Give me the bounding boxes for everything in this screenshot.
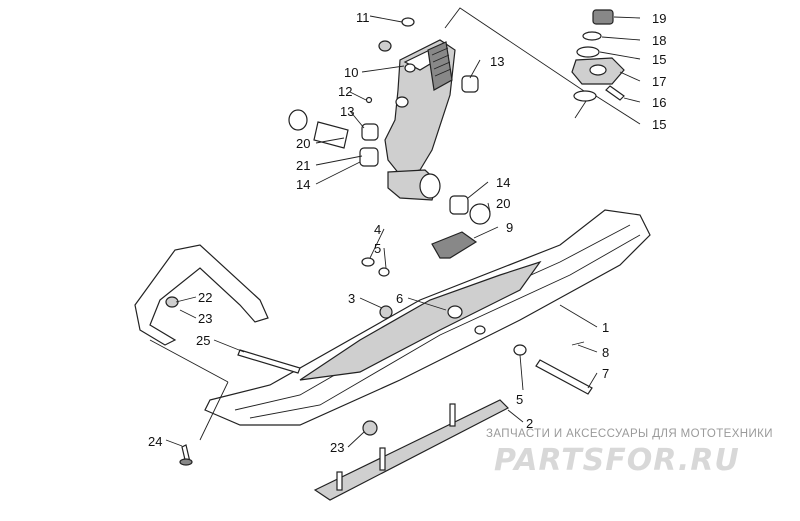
callout-numbers: 11 10 12 13 13 20 21 14 14 20 19 18 15 1…	[148, 10, 666, 455]
callout-12: 12	[338, 84, 352, 99]
spindle-assembly	[384, 7, 591, 201]
part-25-bolt	[237, 349, 301, 374]
part-16-bolt	[605, 85, 625, 101]
callout-20-right: 20	[496, 196, 510, 211]
part-6-saddle	[299, 260, 542, 381]
callout-2: 2	[526, 416, 533, 431]
callout-21: 21	[296, 158, 310, 173]
callout-18: 18	[652, 33, 666, 48]
callout-17: 17	[652, 74, 666, 89]
bushings	[288, 17, 491, 225]
callout-15-upper: 15	[652, 52, 666, 67]
callout-14-right: 14	[496, 175, 510, 190]
callout-1: 1	[602, 320, 609, 335]
callout-8: 8	[602, 345, 609, 360]
wear-bar-stud-2	[379, 447, 386, 471]
part-5-washer-lower	[513, 344, 527, 356]
part-13-bushing-lower	[361, 123, 379, 141]
callout-6: 6	[396, 291, 403, 306]
steering-arm-assembly	[571, 9, 625, 102]
part-7-bolt	[535, 359, 593, 395]
part-18-washer	[582, 31, 602, 41]
part-4-nut	[361, 257, 375, 267]
callout-19: 19	[652, 11, 666, 26]
callout-3: 3	[348, 291, 355, 306]
part-23-nut-upper	[165, 296, 179, 308]
part-12-zerk	[365, 96, 373, 104]
watermark-logo: PARTSFOR.RU	[494, 443, 740, 478]
part-2-wear-bar	[313, 399, 510, 501]
callout-14-left: 14	[296, 177, 310, 192]
callout-15-lower: 15	[652, 117, 666, 132]
callout-10: 10	[344, 65, 358, 80]
callout-9: 9	[506, 220, 513, 235]
callout-13-left: 13	[340, 104, 354, 119]
wear-bar-stud-1	[449, 403, 456, 427]
callout-25: 25	[196, 333, 210, 348]
part-19-cap	[592, 9, 614, 25]
part-5-washer-upper	[378, 267, 390, 277]
callout-16: 16	[652, 95, 666, 110]
part-22-loop	[134, 244, 269, 346]
leader-lines	[149, 15, 641, 448]
part-15-washer-lower	[573, 90, 597, 102]
part-9-pad	[431, 231, 478, 259]
ski-assembly	[134, 209, 651, 501]
part-14-bushing-left	[359, 147, 379, 167]
callout-23-lower: 23	[330, 440, 344, 455]
part-11-nut	[378, 40, 392, 52]
wear-bar-stud-3	[336, 471, 343, 491]
callout-5-lower: 5	[516, 392, 523, 407]
part-20-cap-right	[469, 203, 491, 225]
part-21-spacer	[313, 121, 349, 149]
part-15-washer-upper	[576, 46, 600, 58]
part-3-nut	[379, 305, 393, 319]
callout-7: 7	[602, 366, 609, 381]
part-14-bushing-right	[449, 195, 469, 215]
callout-13-right: 13	[490, 54, 504, 69]
callout-22: 22	[198, 290, 212, 305]
callout-5-upper: 5	[374, 241, 381, 256]
callout-20-left: 20	[296, 136, 310, 151]
callout-23-upper: 23	[198, 311, 212, 326]
watermark: ЗАПЧАСТИ И АКСЕССУАРЫ ДЛЯ МОТОТЕХНИКИ PA…	[486, 428, 773, 478]
callout-11: 11	[356, 10, 370, 25]
part-13-bushing-upper	[461, 75, 479, 93]
callout-24: 24	[148, 434, 162, 449]
callout-4: 4	[374, 222, 381, 237]
part-23-nut-lower	[362, 420, 378, 436]
part-11-washer	[401, 17, 415, 27]
watermark-caption: ЗАПЧАСТИ И АКСЕССУАРЫ ДЛЯ МОТОТЕХНИКИ	[486, 428, 773, 440]
part-20-cap	[288, 109, 308, 131]
